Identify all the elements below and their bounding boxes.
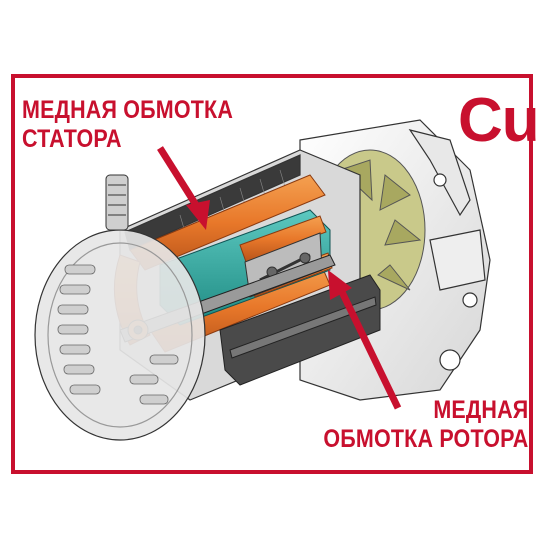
stator-winding-label: МЕДНАЯ ОБМОТКА СТАТОРА <box>22 96 233 154</box>
rotor-label-line-1: МЕДНАЯ <box>432 396 528 424</box>
lower-housing-panel <box>219 274 381 386</box>
stator-label-line-1: МЕДНАЯ ОБМОТКА <box>22 96 234 124</box>
stator-label-line-2: СТАТОРА <box>22 125 122 153</box>
rotor-label-line-2: ОБМОТКА РОТОРА <box>322 425 528 453</box>
terminal-cap <box>105 174 129 231</box>
front-end-cap <box>34 229 206 441</box>
rotor-winding-label: МЕДНАЯ ОБМОТКА РОТОРА <box>323 396 528 454</box>
pointer-arrow <box>328 270 402 410</box>
copper-element-symbol: Cu <box>458 86 540 155</box>
pointer-arrow <box>157 146 210 230</box>
